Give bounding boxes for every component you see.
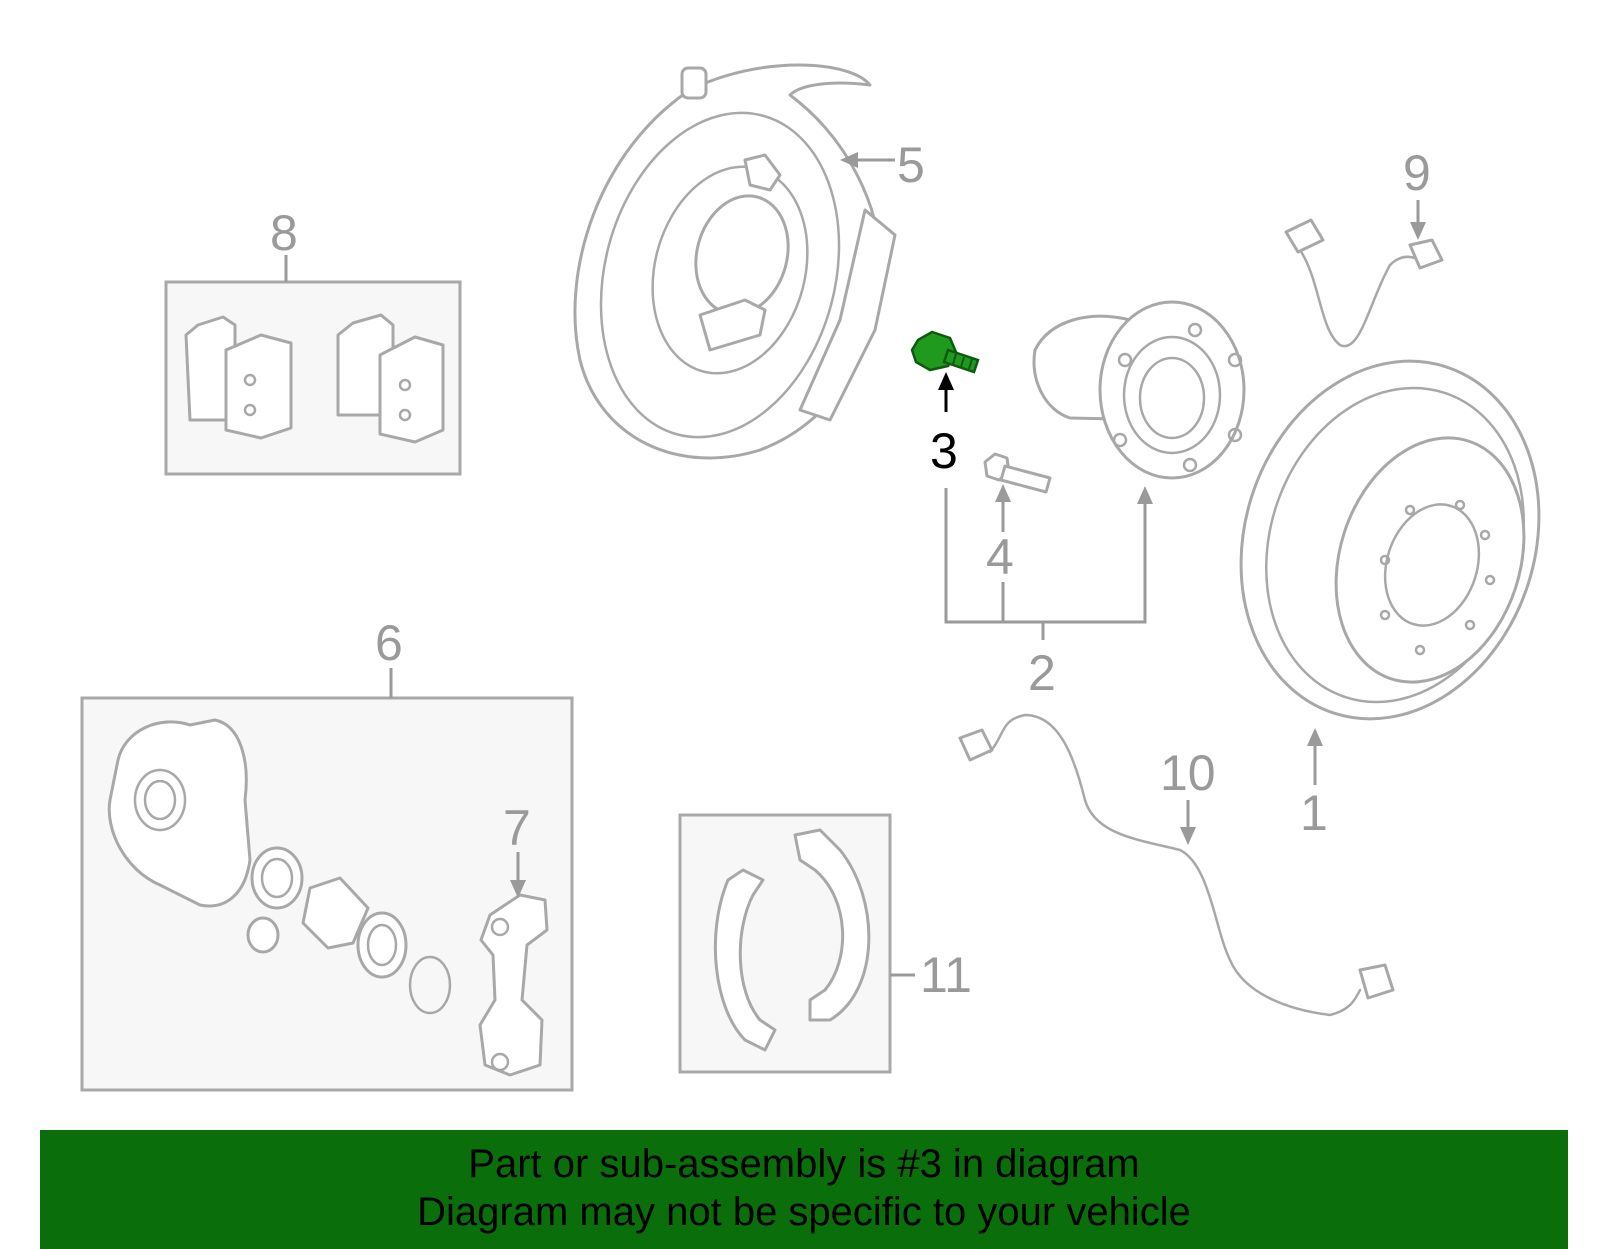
part-7-caliper-bracket[interactable]: 7 — [478, 800, 549, 1077]
caliper-body — [107, 718, 252, 908]
callout-4[interactable]: 4 — [986, 529, 1014, 585]
part-11-parking-brake-shoes[interactable]: 11 — [678, 813, 972, 1074]
hose-line — [1298, 248, 1422, 348]
part-3-bolt[interactable]: 3 — [910, 330, 980, 479]
part-1-rotor[interactable]: 1 — [1196, 322, 1584, 841]
callout-1[interactable]: 1 — [1300, 785, 1328, 841]
hub-flange — [1098, 300, 1246, 480]
piston — [301, 876, 370, 950]
part-8-brake-pads[interactable]: 8 — [164, 205, 462, 476]
shoe-left — [713, 868, 777, 1052]
callout-5[interactable]: 5 — [897, 137, 925, 193]
callout-2[interactable]: 2 — [1028, 645, 1056, 701]
sensor-wire — [988, 713, 1362, 1017]
callout-3[interactable]: 3 — [930, 423, 958, 479]
callout-11[interactable]: 11 — [920, 947, 972, 1003]
part-9-brake-hose[interactable]: 9 — [1284, 145, 1444, 348]
callout-6[interactable]: 6 — [375, 615, 403, 671]
callout-7[interactable]: 7 — [503, 800, 531, 856]
banner-line-1: Part or sub-assembly is #3 in diagram — [468, 1142, 1140, 1186]
part-5-backing-plate[interactable]: 5 — [566, 63, 925, 464]
part-3-bolt-shank — [942, 348, 980, 374]
callout-10[interactable]: 10 — [1160, 745, 1216, 801]
callout-9[interactable]: 9 — [1403, 145, 1431, 201]
info-banner: Part or sub-assembly is #3 in diagram Di… — [40, 1130, 1568, 1249]
banner-line-2: Diagram may not be specific to your vehi… — [417, 1190, 1191, 1234]
bracket-body — [478, 893, 549, 1077]
pad-left-inner — [224, 333, 293, 440]
part-4-hub-bolt[interactable]: 4 — [983, 452, 1052, 585]
shoe-right — [793, 828, 871, 1022]
part-2-hub-assembly[interactable]: 2 — [944, 300, 1246, 701]
pad-left-outer — [184, 315, 237, 422]
pad-right-inner — [378, 335, 445, 444]
rotor-hat — [1334, 436, 1526, 684]
callout-8[interactable]: 8 — [270, 205, 298, 261]
part-10-abs-sensor[interactable]: 10 — [958, 713, 1395, 1017]
hub-bolt-shank — [999, 464, 1052, 494]
